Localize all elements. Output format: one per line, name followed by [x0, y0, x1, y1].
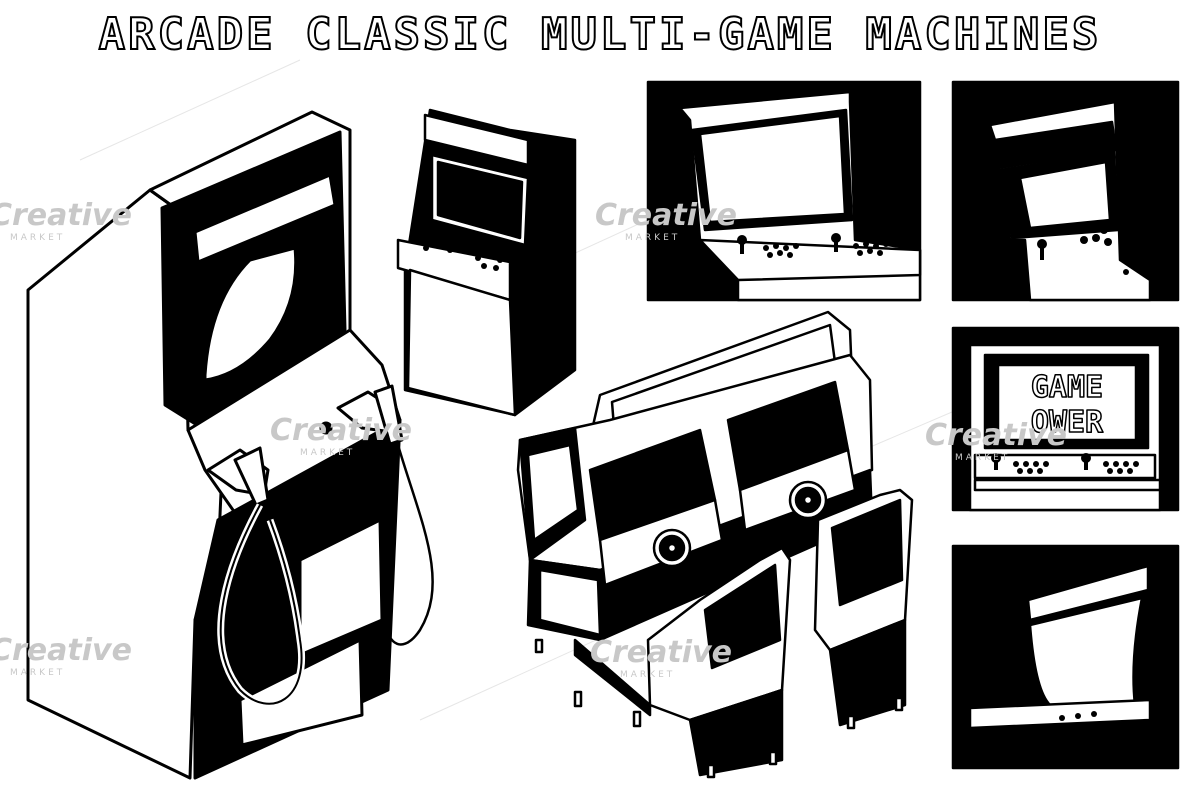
page-title: ARCADE CLASSIC MULTI-GAME MACHINES: [98, 8, 1102, 61]
watermark-subtext: MARKET: [10, 668, 65, 678]
watermark-text: Creative: [595, 198, 737, 233]
twin-driving-cabinet: [516, 310, 914, 779]
screen-text-line1: GAME: [1031, 370, 1103, 405]
watermark-subtext: MARKET: [10, 233, 65, 243]
cabinet-closeup-2: [951, 80, 1180, 302]
cabinet-closeup-1: [646, 80, 922, 302]
watermark-subtext: MARKET: [955, 453, 1010, 463]
watermark-text: Creative: [925, 418, 1067, 453]
game-over-cabinet: GAME OWER: [951, 326, 1180, 512]
watermark-text: Creative: [270, 413, 412, 448]
watermark-subtext: MARKET: [625, 233, 680, 243]
watermark-text: Creative: [590, 635, 732, 670]
upright-cabinet-small: [396, 108, 577, 417]
cabinet-side-view: [951, 544, 1180, 770]
watermarks: Creative MARKET Creative MARKET Creative…: [0, 198, 1067, 680]
screen-text-line2: OWER: [1031, 405, 1104, 440]
watermark-text: Creative: [0, 198, 132, 233]
watermark-subtext: MARKET: [300, 448, 355, 458]
lightgun-cabinet: [26, 110, 434, 780]
watermark-subtext: MARKET: [620, 670, 675, 680]
watermark-text: Creative: [0, 633, 132, 668]
